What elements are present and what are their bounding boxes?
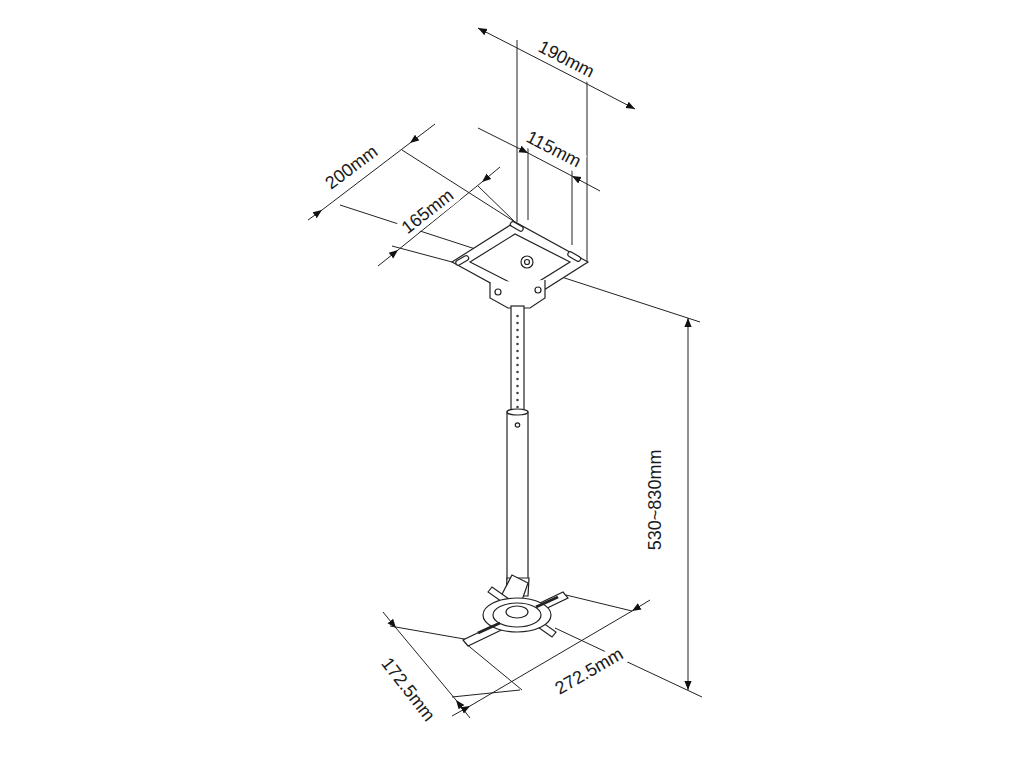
dimension-label: 165mm <box>396 184 460 240</box>
tube-hole <box>516 322 519 325</box>
tube-hole <box>516 364 519 367</box>
tube-hole <box>516 378 519 381</box>
tube-hole <box>516 371 519 374</box>
tube-hole <box>516 392 519 395</box>
tube-hole <box>516 385 519 388</box>
tube-hole <box>516 399 519 402</box>
tube-hole <box>516 350 519 353</box>
tube-hole <box>516 329 519 332</box>
tube-hole <box>516 343 519 346</box>
dimension-label: 190mm <box>532 36 600 84</box>
tube-hole <box>516 315 519 318</box>
tube-hole <box>516 357 519 360</box>
mount-illustration <box>452 221 588 646</box>
dimension-lines <box>308 28 702 718</box>
tube-hole <box>516 406 519 409</box>
tube-holes <box>516 315 519 409</box>
tube-hole <box>516 336 519 339</box>
dimension-label: 172.5mm <box>375 652 440 728</box>
dimension-label: 530~830mm <box>646 447 666 554</box>
